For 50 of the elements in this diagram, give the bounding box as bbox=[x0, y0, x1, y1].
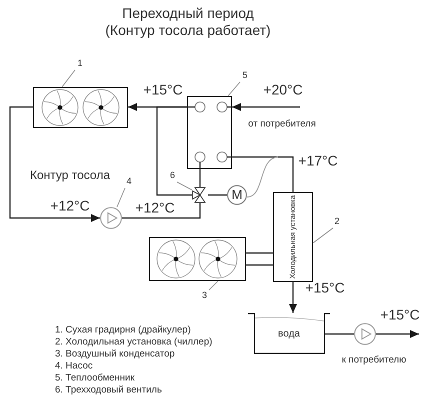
heat-exchanger-symbol bbox=[187, 96, 232, 169]
key-item: 4. Насос bbox=[55, 362, 93, 372]
leader-line bbox=[312, 228, 334, 244]
three-way-valve-symbol bbox=[192, 187, 208, 203]
flow-arrow bbox=[9, 106, 100, 222]
fan-cooler-drawing bbox=[33, 87, 128, 128]
fan-cooler-drawing bbox=[149, 237, 246, 281]
pipe-line bbox=[246, 264, 273, 266]
leader-line bbox=[208, 280, 218, 290]
edge-label: +15°C bbox=[142, 82, 184, 98]
edge-label: +15°C bbox=[304, 280, 346, 296]
edge-label: +12°C bbox=[134, 200, 176, 216]
circuit-label: Контур тосола bbox=[30, 169, 110, 183]
pipe-line bbox=[246, 252, 273, 254]
water-tank: вода bbox=[248, 313, 330, 354]
flow-arrow bbox=[232, 103, 300, 111]
leader-line bbox=[62, 70, 76, 88]
pump-symbol bbox=[354, 323, 376, 345]
pipe-line bbox=[232, 156, 294, 192]
leader-line bbox=[116, 188, 126, 208]
leader-line bbox=[176, 182, 192, 190]
pipe-line bbox=[199, 169, 201, 187]
pipe-caption: от потребителя bbox=[248, 120, 316, 130]
edge-label: +17°C bbox=[297, 154, 339, 168]
edge-label: +15°C bbox=[379, 308, 421, 322]
flow-arrow bbox=[289, 282, 297, 313]
diagram-title: Переходный период (Контур тосола работает) bbox=[104, 5, 272, 39]
callout-number: 6 bbox=[168, 170, 177, 182]
callout-number: 4 bbox=[125, 176, 133, 188]
edge-label: +12°C bbox=[49, 198, 91, 214]
key-item: 2. Холодильная установка (чиллер) bbox=[55, 338, 212, 348]
pipe-line bbox=[122, 203, 201, 219]
callout-number: 5 bbox=[240, 70, 250, 82]
pipe-line bbox=[156, 106, 192, 196]
leader-line bbox=[228, 82, 240, 96]
key-item: 5. Теплообменник bbox=[55, 374, 134, 384]
flow-arrow bbox=[376, 330, 419, 338]
pipe-line bbox=[208, 194, 227, 196]
cable-line bbox=[246, 156, 278, 198]
key-item: 1. Сухая градирня (драйкулер) bbox=[55, 326, 191, 336]
motor-symbol: M bbox=[227, 185, 247, 205]
callout-number: 1 bbox=[75, 58, 85, 70]
callout-number: 3 bbox=[200, 290, 209, 301]
key-item: 6. Трехходовый вентиль bbox=[55, 386, 162, 396]
callout-number: 2 bbox=[333, 216, 341, 228]
edge-label: +20°C bbox=[262, 82, 304, 98]
key-item: 3. Воздушный конденсатор bbox=[55, 350, 175, 360]
pump-symbol bbox=[100, 207, 122, 229]
pipe-line bbox=[330, 333, 354, 335]
pipe-caption: к потребителю bbox=[342, 356, 406, 366]
